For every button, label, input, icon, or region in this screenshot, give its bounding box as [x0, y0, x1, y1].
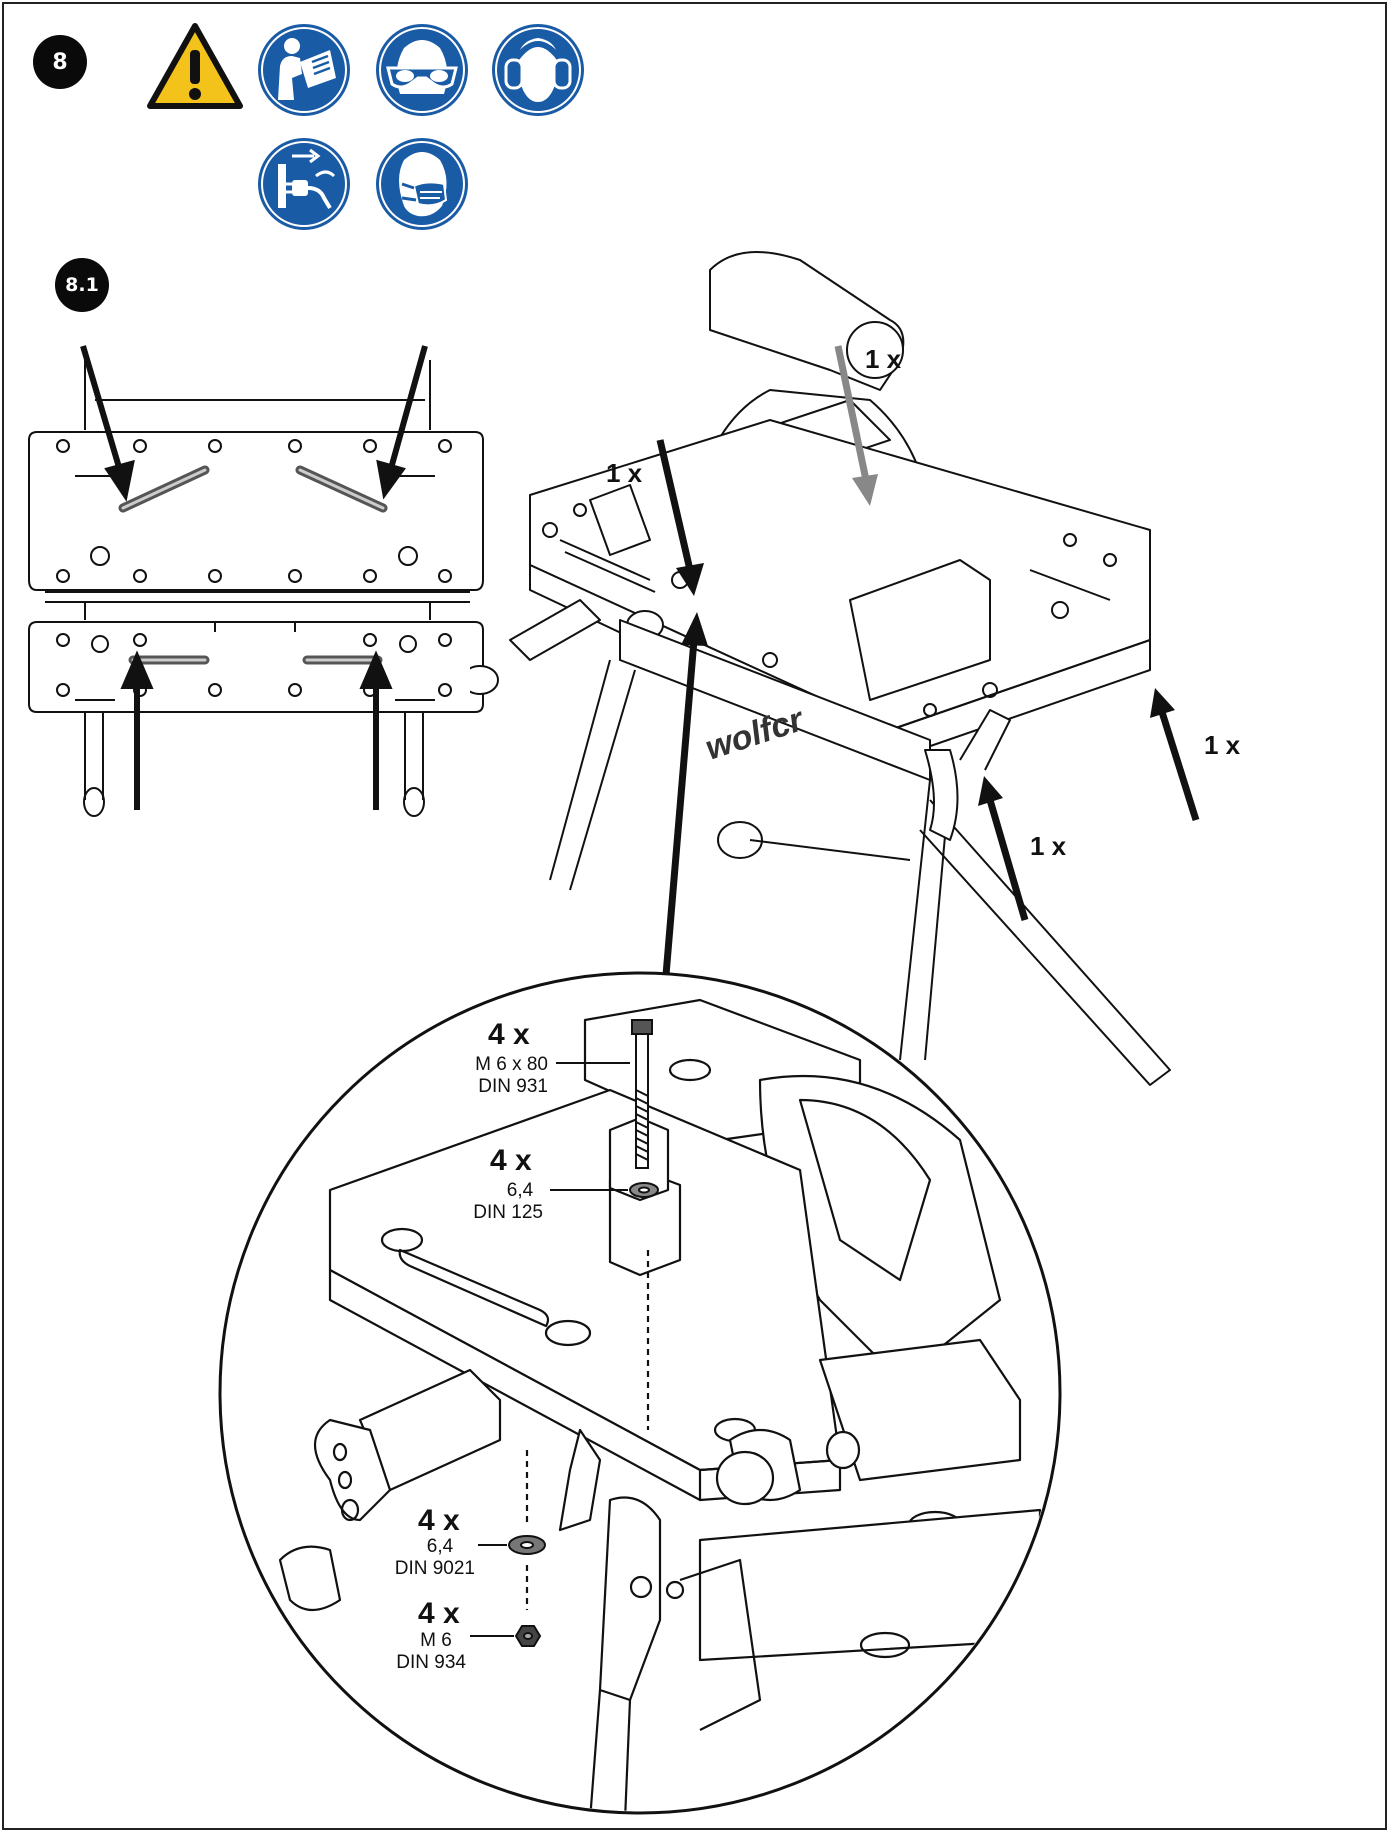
saw-stand-illustration: wolfcr: [470, 251, 1171, 1086]
top-view-diagram: [28, 345, 484, 817]
part-din-bolt: DIN 931: [478, 1076, 548, 1097]
part-spec-bolt: M 6 x 80: [475, 1054, 548, 1075]
count-label-left: 1 x: [606, 458, 643, 488]
count-label-top: 1 x: [865, 344, 902, 374]
substep-number-badge: 8.1: [55, 258, 109, 312]
eye-protection-icon: [376, 24, 468, 116]
part-din-nut: DIN 934: [396, 1652, 466, 1673]
unplug-before-work-icon: [258, 138, 350, 230]
part-din-large-washer: DIN 9021: [395, 1558, 475, 1579]
ear-protection-icon: [492, 24, 584, 116]
part-spec-nut: M 6: [420, 1630, 452, 1651]
read-manual-icon: [258, 24, 350, 116]
part-qty-nut: 4 x: [418, 1597, 460, 1630]
part-spec-washer: 6,4: [507, 1180, 534, 1201]
part-din-washer: DIN 125: [473, 1202, 543, 1223]
warning-icon: [147, 23, 243, 109]
part-spec-large-washer: 6,4: [427, 1536, 454, 1557]
dust-mask-icon: [376, 138, 468, 230]
part-qty-large-washer: 4 x: [418, 1504, 460, 1537]
part-qty-washer: 4 x: [490, 1144, 532, 1177]
part-qty-bolt: 4 x: [488, 1018, 530, 1051]
step-number-badge: 8: [33, 35, 87, 89]
count-label-right: 1 x: [1204, 730, 1241, 760]
count-label-front: 1 x: [1030, 831, 1067, 861]
